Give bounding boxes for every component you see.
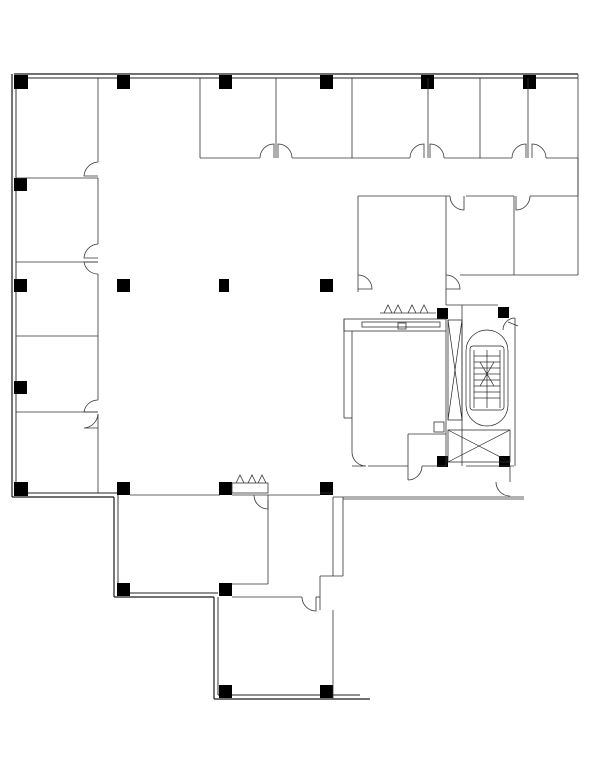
- door: [253, 494, 269, 510]
- door: [83, 243, 99, 259]
- column: [499, 456, 510, 467]
- door: [83, 399, 99, 413]
- column: [421, 75, 434, 89]
- door: [277, 143, 293, 159]
- left-offices: [16, 78, 99, 493]
- door: [409, 143, 425, 159]
- column: [498, 307, 509, 318]
- door: [449, 195, 465, 211]
- top-offices: [199, 78, 578, 159]
- door: [83, 413, 99, 429]
- door: [445, 274, 461, 290]
- column: [117, 583, 130, 596]
- column: [14, 381, 27, 394]
- column: [219, 75, 232, 89]
- column: [14, 279, 27, 292]
- exterior-walls: [11, 73, 579, 700]
- column: [320, 482, 333, 495]
- column: [14, 178, 27, 191]
- column: [14, 75, 28, 89]
- column: [14, 482, 28, 496]
- lower-rooms: [130, 474, 334, 699]
- door: [502, 317, 516, 331]
- door: [83, 161, 99, 177]
- lower-corridor: [319, 465, 524, 610]
- door: [259, 143, 275, 159]
- column: [437, 308, 448, 319]
- structural-columns: [14, 75, 536, 698]
- central-room: [343, 304, 447, 481]
- door: [495, 481, 511, 497]
- door: [351, 451, 367, 467]
- column: [117, 279, 130, 292]
- column: [320, 279, 333, 292]
- door: [511, 143, 527, 159]
- column: [117, 482, 130, 495]
- door: [531, 143, 547, 159]
- column: [219, 583, 232, 596]
- door: [83, 261, 99, 275]
- column: [320, 75, 333, 89]
- door: [301, 596, 317, 612]
- column: [437, 456, 448, 467]
- column: [117, 75, 130, 89]
- right-offices: [357, 158, 579, 305]
- door: [515, 195, 531, 211]
- column: [219, 279, 229, 292]
- door: [429, 143, 445, 159]
- column: [219, 685, 232, 698]
- door: [407, 465, 423, 481]
- column: [523, 75, 536, 89]
- column: [219, 482, 232, 495]
- door: [357, 274, 373, 290]
- stair-core: [446, 304, 519, 466]
- column: [320, 685, 333, 698]
